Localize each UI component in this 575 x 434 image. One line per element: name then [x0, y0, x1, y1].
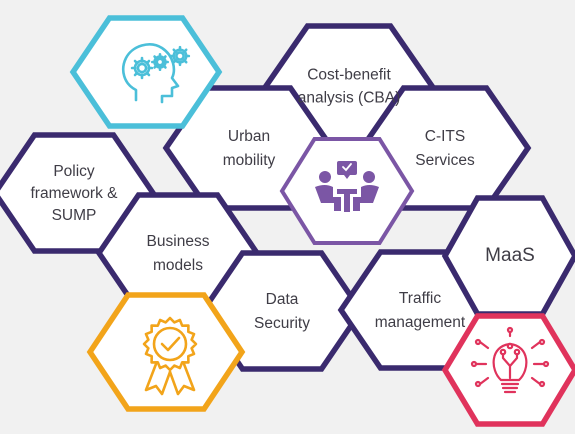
hex-maas-label-line: MaaS	[485, 245, 535, 266]
hex-traffic-label-line: management	[375, 314, 466, 331]
lightbulb-circuit-icon	[470, 326, 550, 394]
hex-urban-mobility-label-line: mobility	[223, 152, 276, 169]
hex-policy-label-line: framework &	[31, 185, 119, 202]
hex-policy-label-line: SUMP	[52, 207, 97, 224]
hex-business-label-line: Business	[147, 233, 210, 250]
hex-business-label-line: models	[153, 257, 203, 274]
hex-quality-icon-tile	[86, 292, 246, 412]
award-badge-checkmark-icon	[142, 316, 198, 396]
hex-quality-outline	[86, 292, 246, 412]
hex-traffic-label-line: Traffic	[399, 290, 441, 307]
hex-policy-label-line: Policy	[53, 163, 95, 180]
hex-c-its-label-line: C-ITS	[425, 128, 465, 145]
hex-cost-benefit-label-line: Cost-benefit	[307, 67, 391, 84]
hex-center-icon-tile	[279, 137, 415, 245]
hex-idea-icon-tile	[441, 313, 575, 427]
hex-innovation-icon-tile	[69, 15, 223, 129]
hex-c-its-label-line: Services	[415, 152, 475, 169]
hex-urban-mobility-label-line: Urban	[228, 128, 270, 145]
hex-data-security-label-line: Data	[266, 291, 299, 308]
hex-cost-benefit-label-line: analysis (CBA)	[298, 90, 401, 107]
head-gears-icon	[122, 43, 191, 104]
collaboration-meeting-icon	[315, 161, 379, 212]
hex-data-security-label-line: Security	[254, 315, 310, 332]
